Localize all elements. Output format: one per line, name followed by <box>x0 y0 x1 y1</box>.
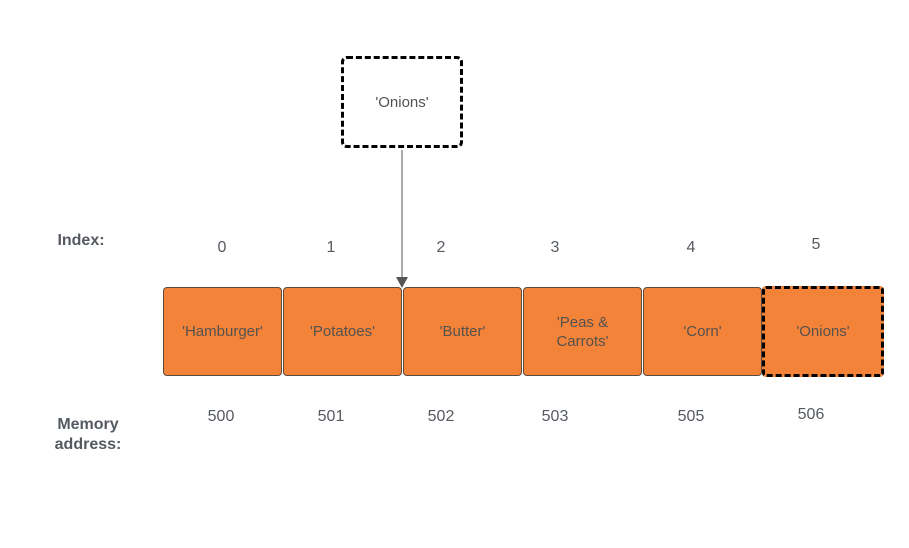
address-4: 505 <box>677 408 705 425</box>
index-4: 4 <box>686 239 696 256</box>
index-0: 0 <box>217 239 227 256</box>
array-cell-value: 'Onions' <box>796 323 850 340</box>
address-0: 500 <box>207 408 235 425</box>
index-label: Index: <box>57 232 105 249</box>
address-5: 506 <box>797 406 825 423</box>
array-cell-1: 'Potatoes' <box>283 287 402 376</box>
array-cell-2: 'Butter' <box>403 287 522 376</box>
address-1: 501 <box>317 408 345 425</box>
memory-address-label-line1: Memory <box>57 416 119 433</box>
array-cell-value: 'Potatoes' <box>310 323 375 340</box>
array-cell-value: 'Hamburger' <box>182 323 263 340</box>
array-cell-value: 'Peas & Carrots' <box>556 313 609 350</box>
index-3: 3 <box>550 239 560 256</box>
new-element-value: 'Onions' <box>375 93 429 111</box>
index-1: 1 <box>326 239 336 256</box>
memory-address-label: Memory address: <box>48 415 128 455</box>
array-cell-0: 'Hamburger' <box>163 287 282 376</box>
address-3: 503 <box>541 408 569 425</box>
address-2: 502 <box>427 408 455 425</box>
index-5: 5 <box>811 236 821 253</box>
new-element-box: 'Onions' <box>341 56 463 148</box>
index-2: 2 <box>436 239 446 256</box>
array-cell-3: 'Peas & Carrots' <box>523 287 642 376</box>
array-cell-value: 'Butter' <box>439 323 486 340</box>
array-cell-4: 'Corn' <box>643 287 762 376</box>
array-cell-value: 'Corn' <box>683 323 722 340</box>
memory-address-label-line2: address: <box>54 436 122 453</box>
array-cell-5-appended: 'Onions' <box>762 286 884 377</box>
